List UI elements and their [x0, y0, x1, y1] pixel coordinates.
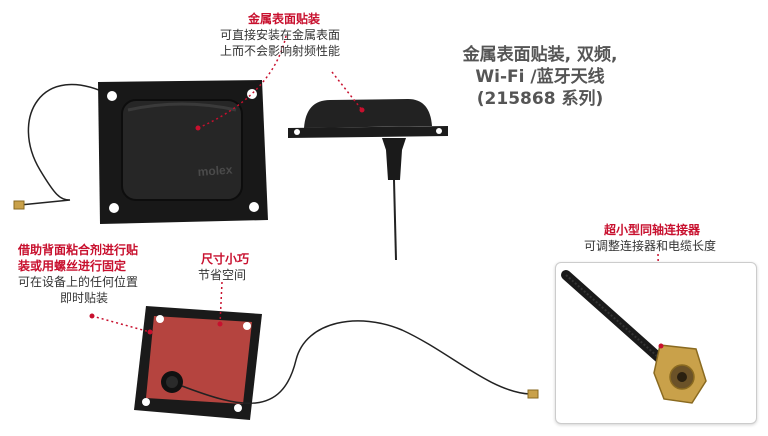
adhesive-callout-line: 即时贴装	[60, 291, 109, 305]
connector-illustration	[561, 270, 707, 404]
mounting-callout-line: 可直接安装在金属表面	[220, 28, 341, 42]
adhesive-callout-heading: 装或用螺丝进行固定	[18, 259, 127, 273]
product-title-line: (215868 系列)	[476, 89, 604, 109]
antenna-back-view	[134, 306, 262, 420]
product-title-line: 金属表面贴装, 双频,	[462, 45, 618, 65]
product-title: 金属表面贴装, 双频, Wi-Fi /蓝牙天线 (215868 系列)	[430, 44, 650, 110]
size-callout-line: 节省空间	[198, 268, 247, 282]
connector-callout-heading: 超小型同轴连接器	[604, 223, 701, 237]
product-title-line: Wi-Fi /蓝牙天线	[475, 67, 605, 87]
antenna-front-view	[98, 80, 268, 224]
mounting-callout-heading: 金属表面贴装	[248, 12, 321, 26]
molex-logo: molex	[197, 163, 233, 179]
connector-zoom-inset	[555, 262, 757, 424]
adhesive-callout-heading: 借助背面粘合剂进行贴	[18, 243, 139, 257]
antenna-side-view	[288, 99, 448, 261]
mounting-callout-line: 上而不会影响射频性能	[220, 44, 341, 58]
size-callout-heading: 尺寸小巧	[201, 252, 250, 266]
adhesive-callout-line: 可在设备上的任何位置	[18, 275, 139, 289]
connector-callout-line: 可调整连接器和电缆长度	[584, 239, 717, 253]
